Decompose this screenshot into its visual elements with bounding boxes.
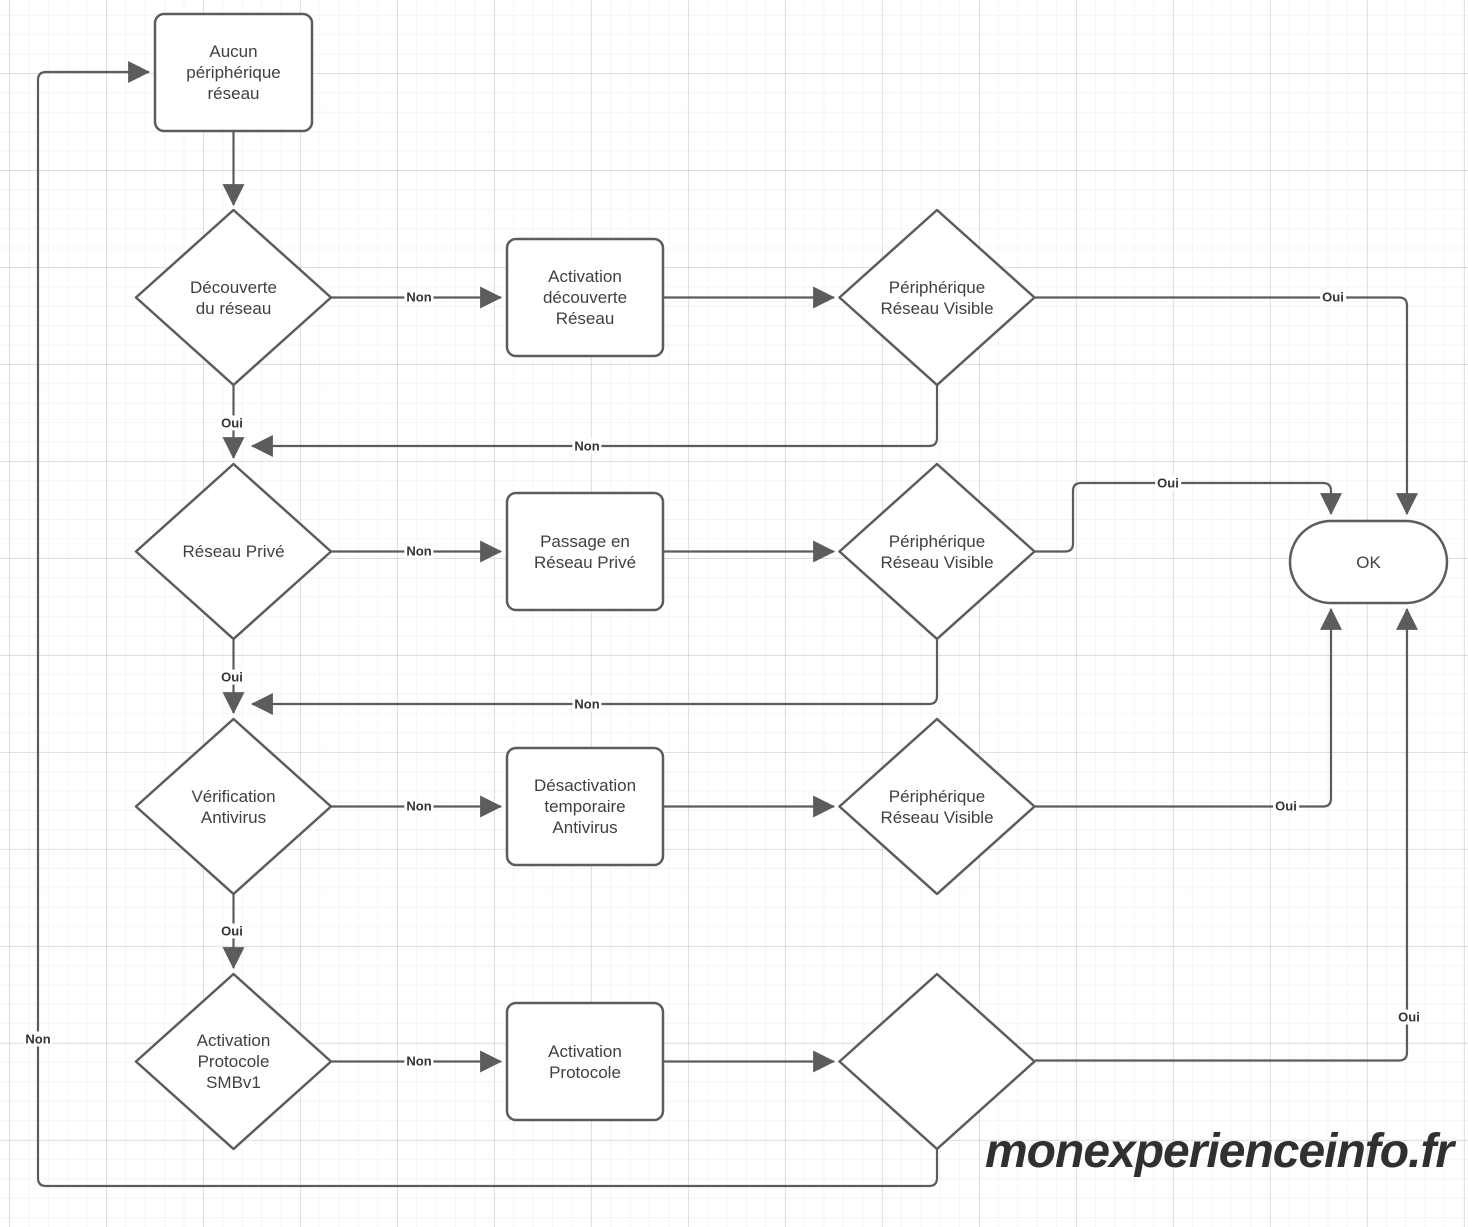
node-process-activation-protocole (505, 1001, 665, 1122)
node-process-activation-decouverte (505, 237, 665, 358)
node-decision-activation-smbv1 (134, 972, 333, 1151)
edge-p1-non-feedback (250, 384, 939, 457)
node-decision-verification-antivirus (134, 717, 333, 896)
edge-p2-non-feedback (250, 638, 939, 715)
node-decision-peripherique-visible-1 (838, 208, 1036, 387)
node-decision-decouverte-reseau (134, 208, 333, 387)
edge-p1-oui-to-ok (1035, 296, 1418, 516)
node-process-passage-reseau-prive (505, 491, 665, 612)
edge-p4-oui-to-ok (1035, 607, 1418, 1062)
edge-p2-oui-to-ok (1035, 481, 1342, 553)
node-decision-peripherique-visible-2 (838, 462, 1036, 641)
edge-p4-non-to-start (36, 61, 939, 1188)
node-decision-peripherique-visible-3 (838, 717, 1036, 896)
node-decision-reseau-prive (134, 462, 333, 641)
node-start-box (153, 12, 314, 133)
edge-p3-oui-to-ok (1035, 607, 1342, 808)
node-process-desactivation-antivirus (505, 746, 665, 867)
node-decision-peripherique-visible-4 (838, 972, 1036, 1151)
node-terminator-ok (1288, 519, 1449, 605)
